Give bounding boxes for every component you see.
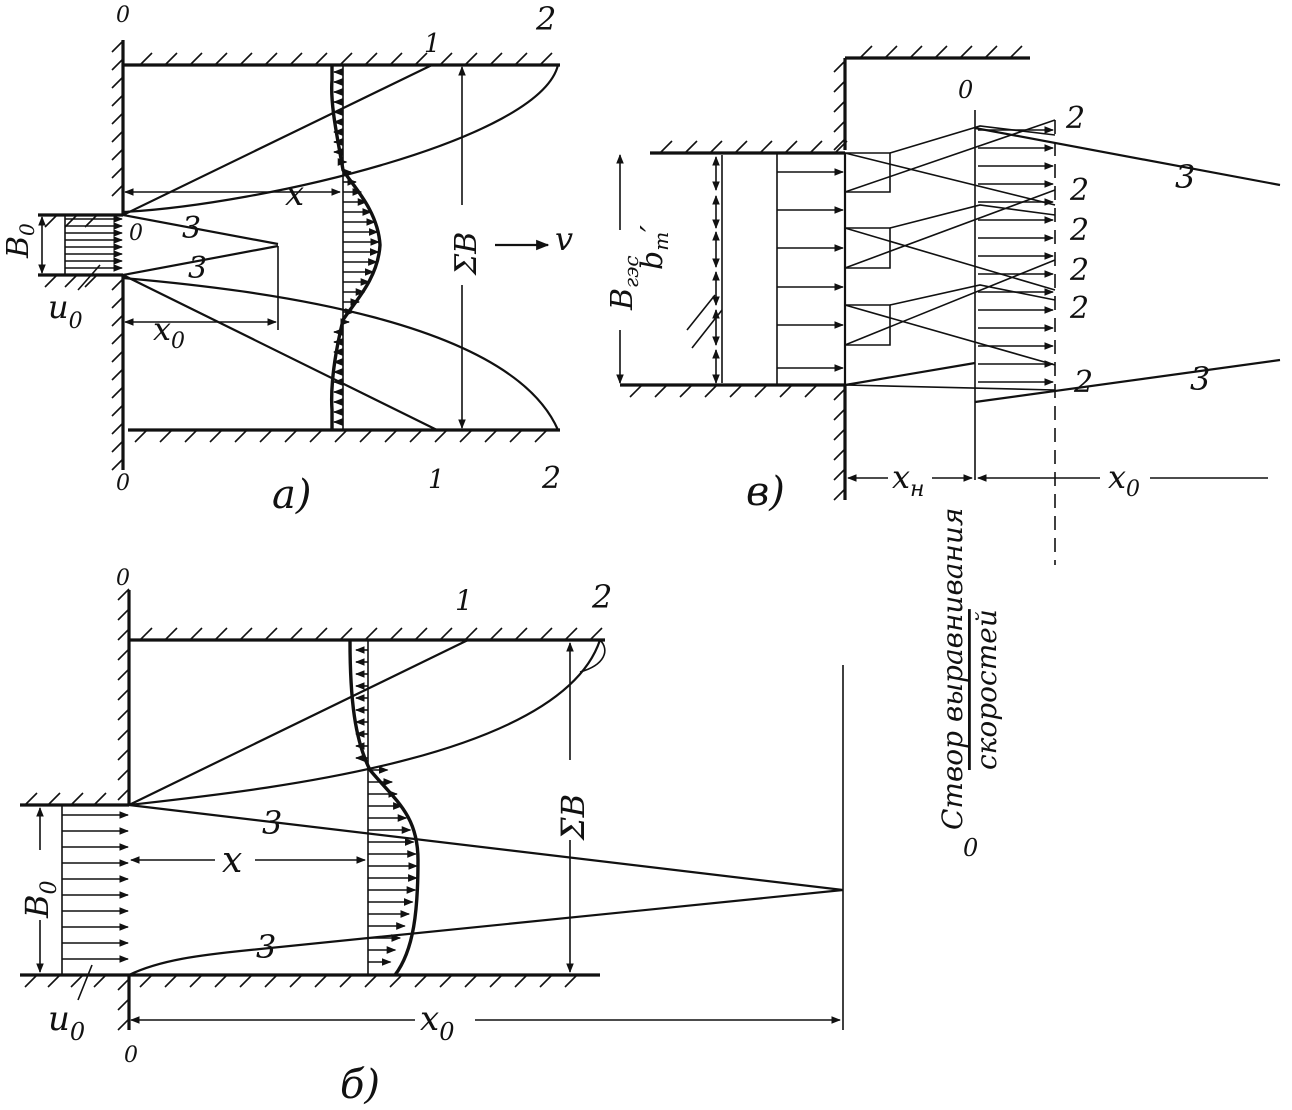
panel-c-walls: [620, 45, 1030, 501]
panel-b-line-1: [128, 639, 469, 806]
panel-a-label-origin: 0: [129, 221, 143, 246]
panel-b-inlet-profile: [61, 805, 129, 975]
panel-b-line-3-top: [128, 803, 844, 892]
panel-a-label-sum-b: ΣB: [449, 232, 484, 276]
panel-a-line-3-top: [122, 213, 279, 246]
panel-c-label-2-b: 2: [1069, 173, 1089, 208]
panel-b-label-sum-b: ΣB: [554, 794, 592, 841]
panel-b-label-b0: B0: [18, 880, 62, 919]
panel-b-label-x0: x0: [420, 999, 454, 1046]
panel-b-label-x: x: [222, 840, 242, 881]
panel-c-label-2-d: 2: [1069, 253, 1089, 288]
panel-c-jet-lines: [844, 119, 1056, 391]
panel-b-walls: [20, 588, 605, 1031]
panel-c-label-stvor-2: скоростей: [970, 609, 1003, 770]
panel-c-line-3-bottom: [974, 358, 1281, 404]
panel-c-label-x0: x0: [1108, 458, 1140, 502]
panel-a-label-u0: u0: [48, 288, 83, 334]
panel-a-inlet-profile: [64, 215, 123, 275]
panel-a-line-3-bottom: [122, 244, 279, 277]
panel-a-curve-2-bottom: [122, 276, 560, 431]
panel-c-line-3-top: [974, 126, 1281, 187]
panel-b-label-1: 1: [455, 584, 473, 617]
panel-c-label-2-c: 2: [1069, 213, 1089, 248]
panel-c: 0 0 2 2 2 2 2 2 3 3 Bгэс bт′ xн x0 Створ…: [604, 45, 1281, 862]
panel-a-curve-2-top: [122, 64, 560, 214]
panel-b-label-3-top: 3: [262, 804, 282, 842]
panel-b-label-0-top: 0: [116, 566, 130, 591]
panel-a-line-1-bottom: [122, 274, 438, 431]
panel-b-velocity-profile: [348, 639, 420, 977]
panel-a-label-1-top: 1: [424, 29, 441, 59]
panel-a-label-3-bottom: 3: [188, 251, 207, 286]
panel-b-label-0-bottom: 0: [124, 1043, 138, 1068]
panel-a-caption: а): [272, 472, 311, 518]
panel-b-caption: б): [340, 1062, 380, 1108]
panel-b-line-3-bottom: [128, 888, 844, 976]
panel-c-bt-dimensions: [686, 156, 723, 384]
panel-a-label-0-top: 0: [116, 3, 130, 28]
panel-a-label-b0: B0: [1, 223, 39, 259]
panel-c-label-stvor-1: Створ выравнивания: [936, 508, 969, 830]
panel-c-label-2-f: 2: [1073, 365, 1093, 400]
panel-a-label-x0: x0: [153, 310, 185, 354]
panel-c-label-xh: xн: [892, 458, 925, 502]
panel-c-caption: в): [746, 469, 785, 515]
panel-c-outlets: [721, 152, 891, 385]
panel-a-label-0-bottom: 0: [116, 471, 130, 496]
panel-c-label-2-a: 2: [1065, 101, 1085, 136]
panel-b-label-2: 2: [591, 578, 612, 616]
panel-c-label-3-bottom: 3: [1190, 360, 1210, 398]
panel-c-label-bt: bт′: [635, 225, 673, 270]
panel-b-label-3-bottom: 3: [256, 928, 276, 966]
panel-a-label-2-bottom: 2: [541, 461, 561, 496]
panel-c-label-3-top: 3: [1175, 158, 1195, 196]
panel-a-label-3-top: 3: [182, 211, 201, 246]
panel-a: 0 0 1 2 1 2 3 3 0 x x0 ΣB v B0 u0 а): [1, 0, 573, 518]
panel-a-velocity-profile: [329, 65, 382, 430]
panel-a-label-x: x: [285, 174, 304, 214]
panel-c-label-0-bottom: 0: [963, 834, 978, 862]
panel-c-label-2-e: 2: [1069, 291, 1089, 326]
panel-c-label-bgzs: Bгэс: [605, 255, 643, 311]
panel-a-walls: [38, 40, 560, 471]
panel-c-label-0-top: 0: [958, 76, 973, 104]
panel-a-label-1-bottom: 1: [428, 465, 445, 495]
panel-a-label-v: v: [555, 220, 573, 258]
panel-a-label-2-top: 2: [535, 0, 556, 38]
panel-b-label-u0: u0: [48, 999, 85, 1046]
panel-b: 0 0 1 2 3 3 x x0 ΣB B0 u0 б): [18, 566, 844, 1108]
